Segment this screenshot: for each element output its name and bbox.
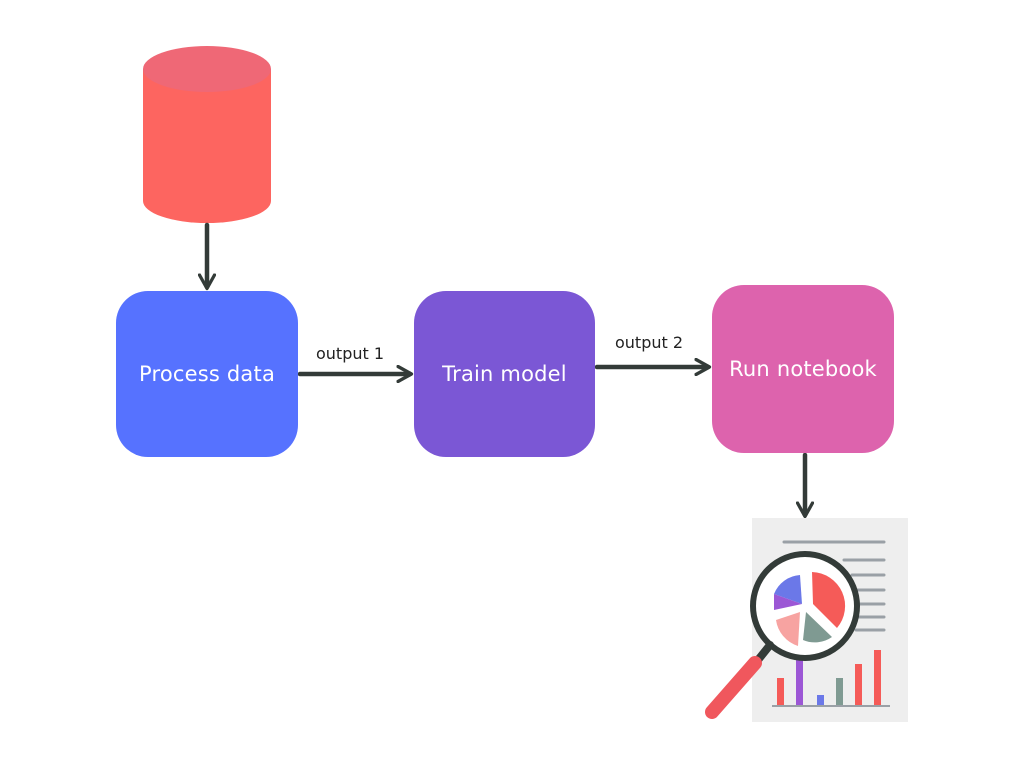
report-text-lines xyxy=(782,540,886,632)
edge-label-output-1: output 1 xyxy=(316,344,385,363)
database-cylinder-icon xyxy=(143,46,271,223)
database-body xyxy=(143,69,271,223)
node-run-notebook: Run notebook xyxy=(712,285,894,453)
node-process-data: Process data xyxy=(116,291,298,457)
node-train-model: Train model xyxy=(414,291,595,457)
report-with-magnifier-icon xyxy=(705,518,908,722)
node-run-notebook-label: Run notebook xyxy=(729,357,877,381)
node-process-data-label: Process data xyxy=(138,362,276,386)
edge-label-output-2: output 2 xyxy=(615,333,684,352)
database-top xyxy=(143,46,271,92)
node-train-model-label: Train model xyxy=(442,362,567,386)
magnifier-icon xyxy=(705,551,860,719)
report-bar-chart xyxy=(772,650,890,707)
